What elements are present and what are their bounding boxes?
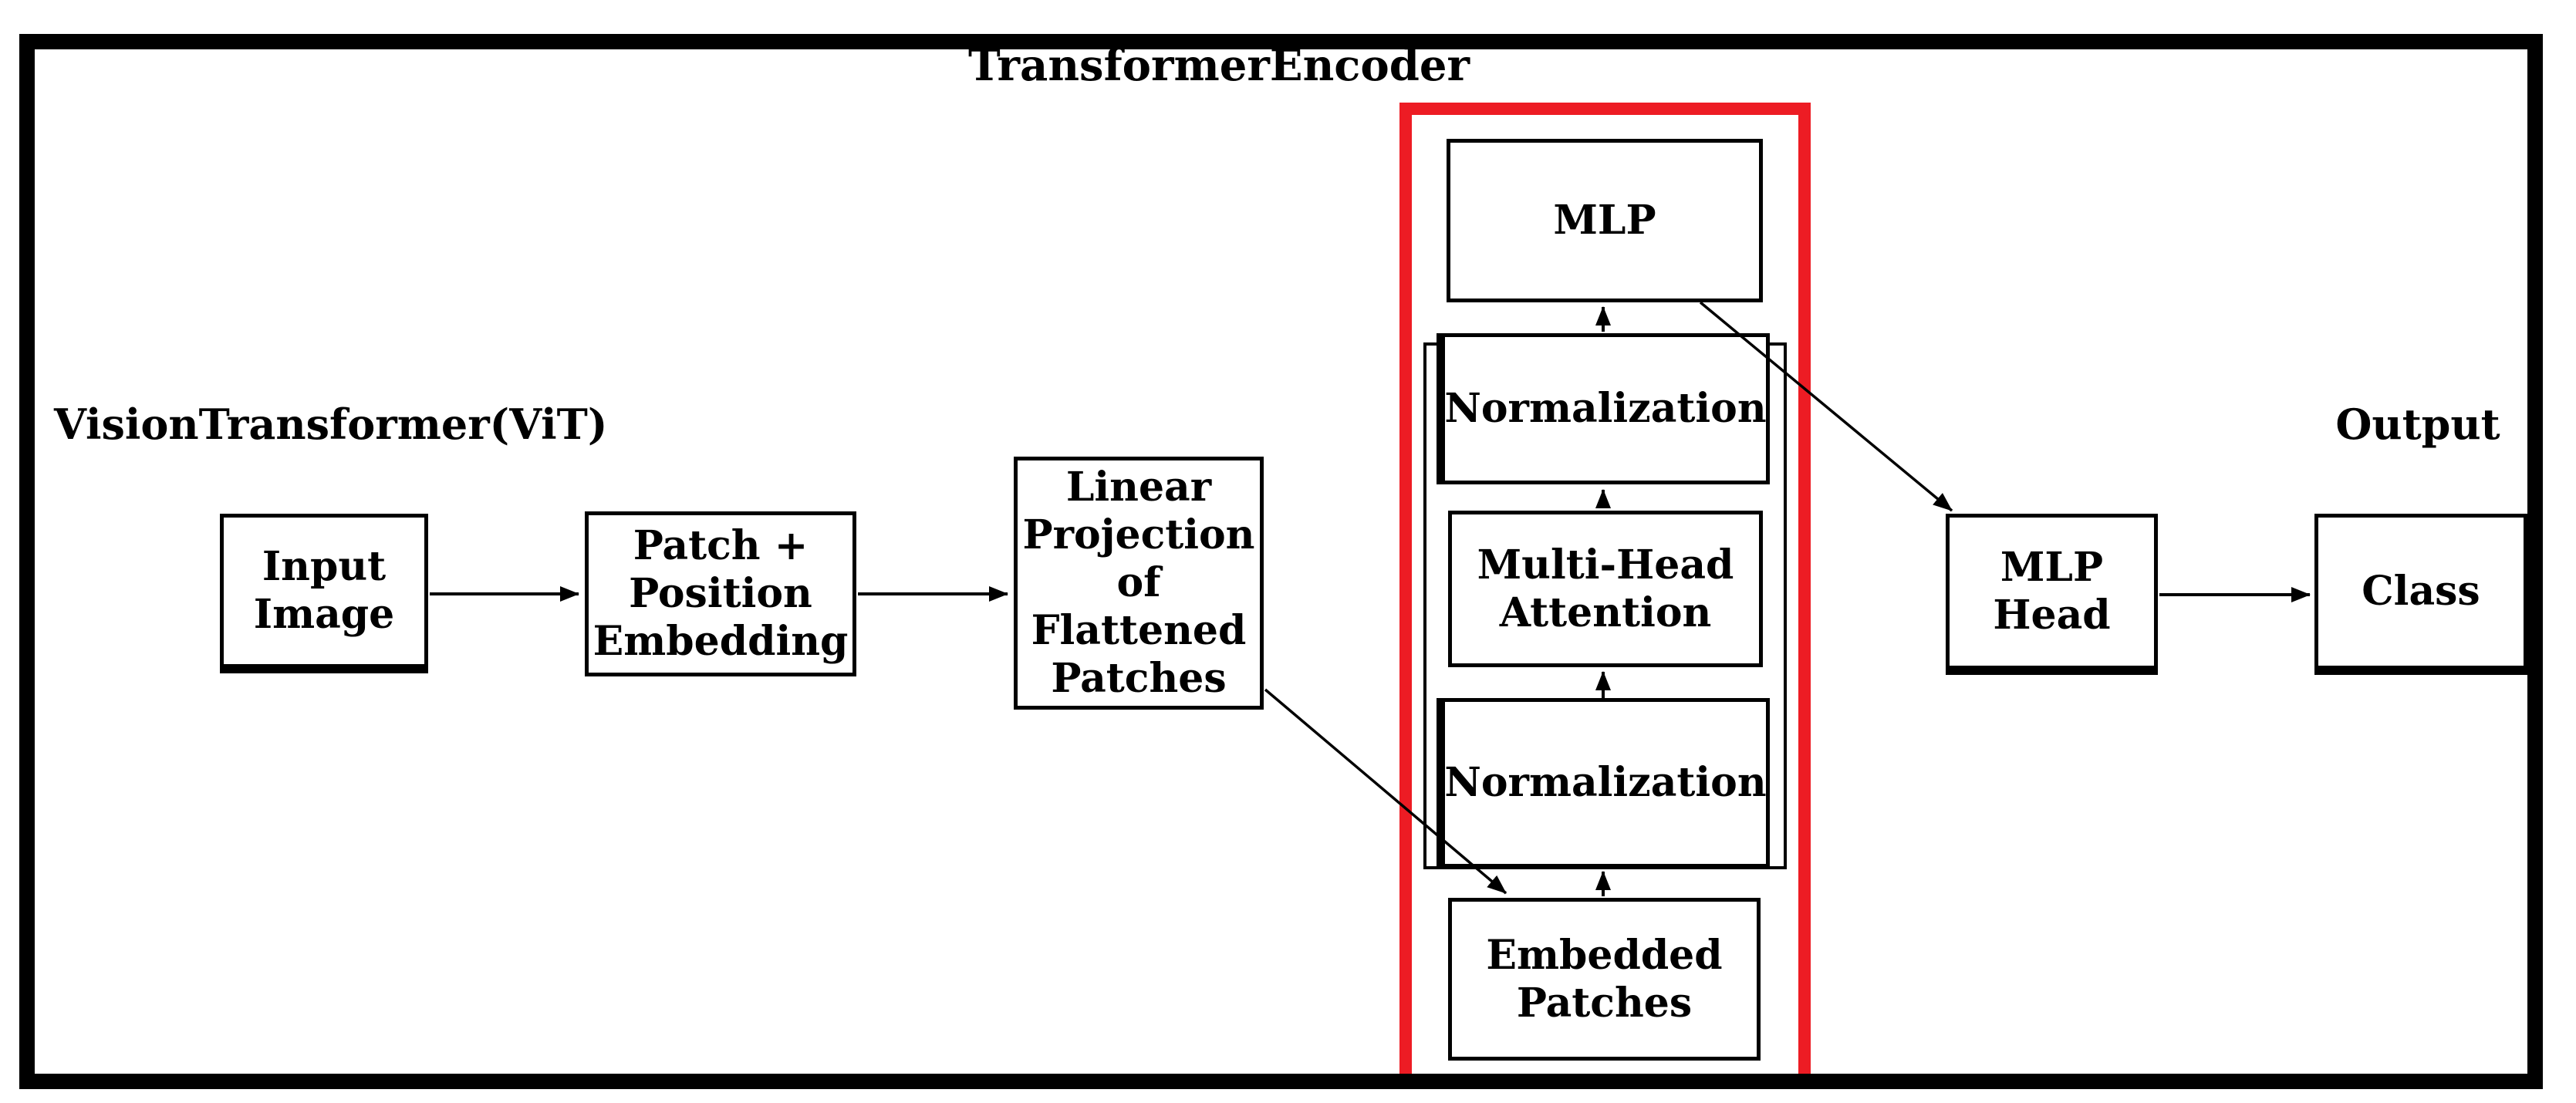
vision-transformer-label: VisionTransformer(ViT) — [54, 400, 608, 449]
class-node: Class — [2314, 514, 2527, 675]
diagram-title: TransformerEncoder — [967, 40, 1470, 91]
node-label-line: of — [1116, 559, 1161, 606]
node-label-line: Normalization — [1444, 759, 1767, 806]
embedded-patches-node: Embedded Patches — [1448, 898, 1761, 1061]
patch-position-embedding-node: Patch + Position Embedding — [585, 511, 856, 676]
mlp-node: MLP — [1447, 139, 1763, 302]
input-image-node: Input Image — [220, 514, 428, 673]
node-label-line: Head — [1993, 592, 2111, 639]
node-label-line: Patches — [1051, 655, 1227, 702]
node-label-line: Linear — [1065, 464, 1212, 511]
node-label-line: Embedding — [593, 618, 849, 665]
node-label-line: Input — [262, 543, 387, 590]
node-label-line: Image — [253, 591, 395, 638]
linear-projection-node: Linear Projection of Flattened Patches — [1014, 457, 1264, 710]
multi-head-attention-node: Multi-Head Attention — [1448, 511, 1763, 667]
output-label: Output — [2335, 400, 2500, 449]
node-label-line: MLP — [2000, 544, 2104, 591]
mlp-head-node: MLP Head — [1946, 514, 2158, 675]
node-label-line: Attention — [1499, 589, 1712, 636]
node-label-line: Class — [2362, 568, 2480, 615]
node-label-line: Patch + — [633, 522, 809, 569]
node-label-line: Patches — [1516, 979, 1693, 1027]
node-label-line: MLP — [1553, 197, 1656, 244]
normalization-top-node: Normalization — [1437, 333, 1770, 484]
node-label-line: Normalization — [1444, 385, 1767, 432]
node-label-line: Multi-Head — [1477, 541, 1734, 589]
node-label-line: Projection — [1022, 511, 1255, 558]
node-label-line: Embedded — [1486, 931, 1723, 979]
normalization-bottom-node: Normalization — [1437, 698, 1770, 868]
node-label-line: Position — [629, 570, 812, 617]
node-label-line: Flattened — [1031, 607, 1247, 654]
